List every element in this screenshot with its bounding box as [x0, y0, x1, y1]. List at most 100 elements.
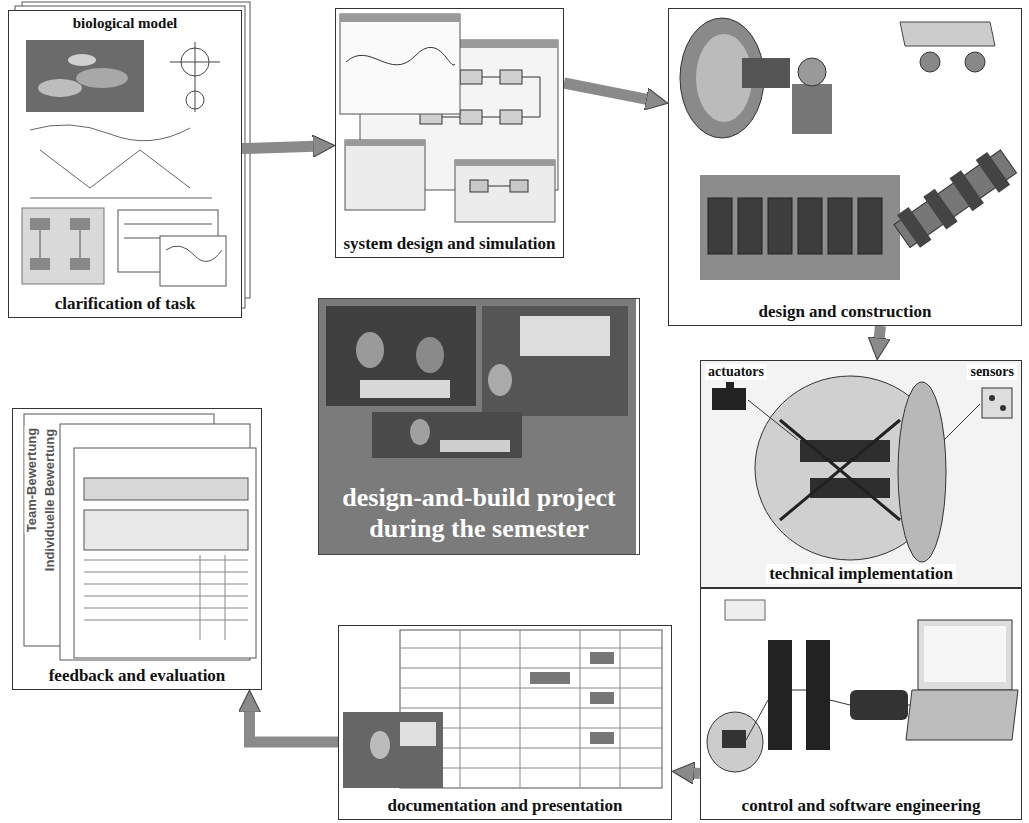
chart-panel	[80, 230, 81, 258]
team-photos	[318, 298, 636, 555]
evaluation-sheets	[12, 408, 262, 690]
heading-text: biological model	[70, 15, 181, 32]
evaluation-sheets	[84, 555, 248, 640]
joint-sketch	[170, 42, 220, 112]
team-photos	[488, 364, 512, 396]
caption-text: system design and simulation	[340, 234, 558, 254]
simulation-screens	[470, 180, 488, 192]
task-sheets	[8, 2, 250, 318]
documentation-sheets	[580, 630, 581, 788]
task-sheets	[8, 10, 242, 318]
documentation-sheets	[338, 625, 672, 820]
block-diagram	[500, 70, 522, 84]
control-hardware	[768, 640, 792, 750]
joint-sketch	[186, 91, 204, 109]
cad-parts	[900, 22, 995, 46]
caption-text: feedback and evaluation	[46, 666, 229, 686]
chart-panel	[40, 230, 41, 258]
table-sheets	[124, 224, 212, 225]
documentation-sheets	[530, 672, 570, 684]
evaluation-sheets	[84, 572, 248, 573]
heading-text: sensors	[967, 364, 1017, 380]
control-hardware	[722, 730, 746, 748]
robot-photo	[898, 382, 946, 562]
robot-row	[858, 198, 882, 254]
flow-arrow	[564, 83, 648, 100]
cad-parts	[668, 8, 1022, 326]
robot-row	[738, 198, 762, 254]
robot-row	[828, 198, 852, 254]
robot-photo	[780, 420, 900, 520]
sketch-lines	[30, 125, 190, 141]
control-hardware	[906, 690, 1018, 740]
heading-text: actuators	[705, 364, 767, 380]
robot-photo	[700, 360, 1022, 588]
cad-parts	[798, 58, 826, 86]
evaluation-sheets	[84, 596, 248, 597]
simulation-screens	[340, 14, 460, 114]
table-sheets	[160, 236, 226, 286]
simulation-screens	[455, 160, 555, 222]
simulation-screens	[346, 47, 455, 65]
robot-chain	[897, 207, 931, 248]
cad-parts	[792, 84, 832, 134]
center-title: design-and-build project during the seme…	[323, 482, 635, 544]
robot-photo	[700, 360, 1022, 588]
team-photos	[326, 306, 476, 406]
robot-photo	[712, 388, 746, 410]
documentation-sheets	[520, 630, 521, 788]
documentation-sheets	[400, 708, 662, 709]
robot-row	[768, 198, 792, 254]
team-photos	[356, 332, 384, 368]
cad-parts	[965, 52, 985, 72]
control-hardware	[700, 588, 1022, 820]
team-photos	[360, 380, 450, 398]
team-photos	[416, 337, 444, 373]
robot-chain	[976, 152, 1010, 193]
table-sheets	[118, 210, 226, 286]
documentation-sheets	[400, 688, 662, 689]
rotated-label: Team-Bewertung	[25, 426, 40, 535]
stage-box: design and construction	[668, 8, 1022, 326]
evaluation-sheets	[84, 584, 248, 585]
team-photos	[520, 316, 610, 356]
flow-arrow	[692, 767, 700, 779]
team-photos	[372, 412, 522, 458]
stage-box: documentation and presentation	[338, 625, 672, 820]
simulation-screens	[340, 14, 460, 22]
chart-panel	[70, 258, 90, 270]
robot-photo	[800, 440, 890, 462]
stage-box: system design and simulation	[335, 8, 564, 258]
team-photos	[440, 440, 510, 452]
cad-parts	[700, 175, 900, 280]
cad-parts	[742, 58, 790, 88]
rotated-label: Individuelle Bewertung	[43, 427, 58, 573]
documentation-sheets	[530, 652, 614, 744]
simulation-screens	[510, 180, 528, 192]
simulation-screens	[488, 186, 510, 187]
cad-parts	[920, 52, 940, 72]
control-hardware	[700, 588, 1022, 820]
documentation-sheets	[343, 712, 443, 788]
chart-panel	[22, 208, 104, 284]
team-photos	[410, 419, 430, 445]
simulation-screens	[345, 140, 425, 210]
control-hardware	[850, 690, 908, 720]
caption-text: control and software engineering	[739, 796, 984, 816]
robot-photo	[1000, 405, 1006, 411]
block-diagram	[460, 110, 482, 124]
evaluation-sheets	[84, 560, 248, 561]
robot-row	[798, 198, 822, 254]
documentation-sheets	[590, 652, 614, 664]
team-photos	[482, 306, 628, 416]
caption-text: design and construction	[756, 302, 935, 322]
team-photos	[318, 298, 636, 555]
block-diagram	[500, 110, 522, 124]
block-diagram	[460, 70, 482, 84]
control-hardware	[806, 640, 830, 750]
caption-text: clarification of task	[52, 294, 199, 314]
